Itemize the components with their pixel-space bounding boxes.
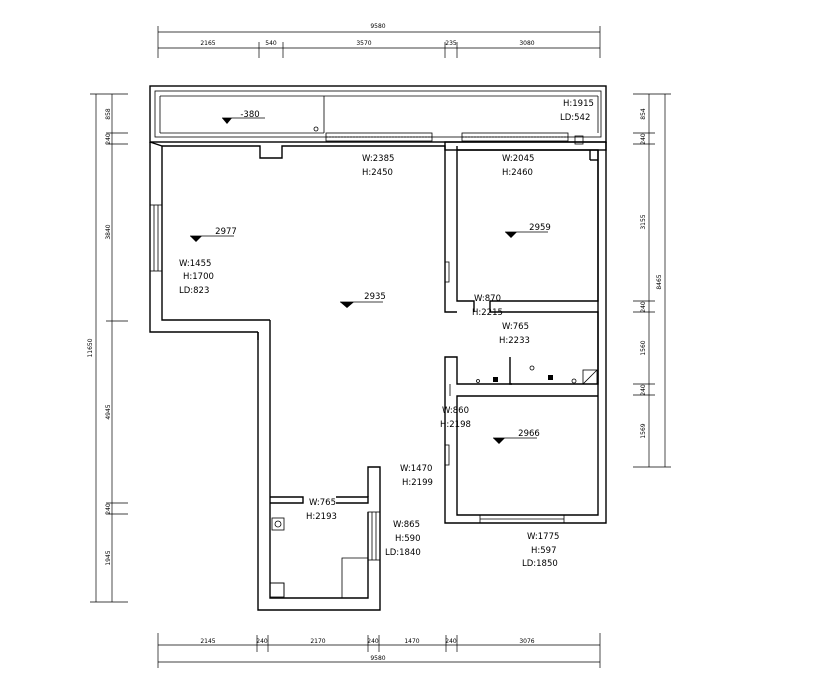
bottom-seg-label: 2170 [310, 638, 325, 645]
balcony [149, 85, 607, 145]
level-marker-center: 2935 [340, 292, 386, 308]
door-corridor-h: H:2450 [362, 168, 393, 178]
right-seg-label: 240 [640, 301, 647, 313]
top-dimension-chain: 9580 2165 540 3570 235 3080 [157, 23, 601, 58]
top-total-label: 9580 [370, 23, 385, 30]
window-bottom-w: W:1775 [527, 532, 559, 542]
top-seg-label: 2165 [200, 40, 215, 47]
right-seg-label: 240 [640, 384, 647, 396]
left-seg-label: 240 [105, 503, 112, 515]
window-left-h: H:1700 [183, 272, 214, 282]
exterior-walls [149, 141, 457, 611]
level-living-label: 2977 [215, 227, 237, 237]
bottom-dimension-chain: 2145 240 2170 240 1470 240 3076 9580 [157, 633, 601, 668]
bottom-seg-label: 240 [256, 638, 268, 645]
bottom-seg-label: 240 [445, 638, 457, 645]
door-bedroom2-h: H:2198 [440, 420, 471, 430]
door-kitchen-h: H:2193 [306, 512, 337, 522]
level-bedroom1-label: 2959 [529, 223, 551, 233]
bottom-seg-label: 3076 [519, 638, 534, 645]
level-marker-living: 2977 [190, 227, 237, 242]
bottom-seg-label: 2145 [200, 638, 215, 645]
right-seg-label: 240 [640, 133, 647, 145]
left-seg-label: 1945 [105, 550, 112, 565]
level-bedroom2-label: 2966 [518, 429, 540, 439]
left-seg-label: 240 [105, 133, 112, 145]
right-total-label: 8465 [656, 274, 663, 289]
right-rooms [444, 141, 607, 524]
door-bedroom1-w: W:2045 [502, 154, 534, 164]
level-marker-balcony: -380 [222, 110, 265, 124]
window-top-right-ld: LD:542 [560, 113, 590, 123]
level-balcony-label: -380 [240, 110, 259, 120]
door-hall-w: W:1470 [400, 464, 432, 474]
door-bath-w: W:870 [474, 294, 501, 304]
level-marker-bedroom1: 2959 [505, 223, 551, 238]
door-bedroom1-h: H:2460 [502, 168, 533, 178]
door-hall-h: H:2199 [402, 478, 433, 488]
window-bottom-ld: LD:1850 [522, 559, 558, 569]
window-left-w: W:1455 [179, 259, 211, 269]
window-top-right-h: H:1915 [563, 99, 594, 109]
level-marker-bedroom2: 2966 [493, 429, 540, 444]
left-dimension-chain: 11650 858 240 3840 4945 240 1945 [87, 93, 128, 603]
right-dimension-chain: 8465 854 240 3155 240 1560 240 1569 [633, 93, 671, 468]
door-bedroom2-w: W:860 [442, 406, 469, 416]
left-seg-label: 3840 [105, 224, 112, 239]
door-utility-h: H:2233 [499, 336, 530, 346]
window-kitchen-h: H:590 [395, 534, 420, 544]
right-seg-label: 1560 [640, 340, 647, 355]
right-seg-label: 1569 [640, 423, 647, 438]
door-utility-w: W:765 [502, 322, 529, 332]
door-corridor-w: W:2385 [362, 154, 394, 164]
window-bottom-h: H:597 [531, 546, 556, 556]
left-total-label: 11650 [87, 338, 94, 357]
top-seg-label: 3570 [356, 40, 371, 47]
top-seg-label: 235 [445, 40, 457, 47]
right-seg-label: 3155 [640, 214, 647, 229]
right-seg-label: 854 [640, 108, 647, 120]
left-seg-label: 858 [105, 108, 112, 120]
door-kitchen-w: W:765 [309, 498, 336, 508]
bottom-seg-label: 1470 [404, 638, 419, 645]
window-kitchen-w: W:865 [393, 520, 420, 530]
bottom-total-label: 9580 [370, 655, 385, 662]
top-seg-label: 3080 [519, 40, 534, 47]
window-left-ld: LD:823 [179, 286, 209, 296]
bottom-seg-label: 240 [367, 638, 379, 645]
level-center-label: 2935 [364, 292, 386, 302]
left-seg-label: 4945 [105, 404, 112, 419]
door-bath-h: H:2215 [472, 308, 503, 318]
window-kitchen-ld: LD:1840 [385, 548, 421, 558]
top-seg-label: 540 [265, 40, 277, 47]
